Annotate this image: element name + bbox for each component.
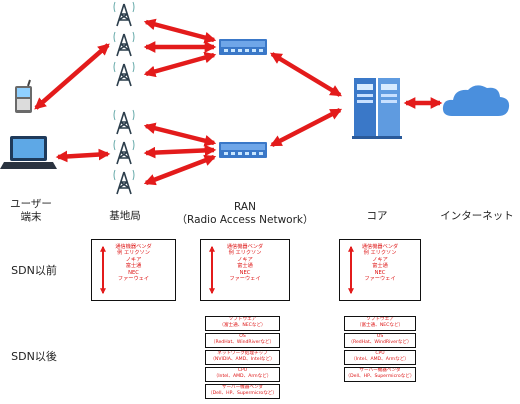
arrow-ran2-core xyxy=(269,107,343,148)
vertical-double-arrow xyxy=(209,245,215,295)
vendor-box-core: 通信機器ベンダ 例 エリクソン ノキア 富士通 NEC ファーウェイ xyxy=(339,239,421,301)
stack-layer-software: ソフトウエア（富士通、NECなど） xyxy=(344,316,416,331)
tower-icon xyxy=(113,169,135,195)
column-label-base-station: 基地局 xyxy=(109,210,141,222)
stack-layer-server-vendor: サーバー機器ベンダ（Dell、HP、Supermicroなど） xyxy=(205,384,280,399)
arrow-tower4-ran2 xyxy=(143,122,217,147)
connection-arrows xyxy=(34,18,443,186)
cloud-icon xyxy=(442,85,510,116)
tower-icon xyxy=(113,1,135,27)
arrow-phone-tower xyxy=(34,43,110,110)
stack-layer-os: OS（RedHat、WindRiverなど） xyxy=(344,333,416,348)
column-label-user: ユーザー 端末 xyxy=(10,198,52,223)
stack-layer-software: ソフトウエア（富士通、NECなど） xyxy=(205,316,280,331)
base-station-towers xyxy=(113,1,135,195)
row-label-after: SDN以後 xyxy=(11,350,57,363)
ran-unit-icon xyxy=(219,142,267,158)
vendor-list: 通信機器ベンダ 例 エリクソン ノキア 富士通 NEC ファーウェイ xyxy=(115,244,152,283)
vendor-box-base-station: 通信機器ベンダ 例 エリクソン ノキア 富士通 NEC ファーウェイ xyxy=(91,239,176,301)
mobile-phone-icon xyxy=(15,79,32,113)
stack-layer-cpu: CPU（Intel、AMD、Armなど） xyxy=(205,367,280,382)
arrow-tower5-ran2 xyxy=(143,144,217,159)
arrow-ran1-core xyxy=(269,52,343,97)
tower-icon xyxy=(113,109,135,135)
core-server-icon xyxy=(352,78,402,139)
stack-layer-cpu: CPU（Intel、AMD、Armなど） xyxy=(344,350,416,365)
tower-icon xyxy=(113,139,135,165)
arrow-laptop-tower xyxy=(55,148,111,163)
arrow-tower1-ran1 xyxy=(143,18,217,44)
tower-icon xyxy=(113,61,135,87)
vendor-box-ran: 通信機器ベンダ 例 エリクソン ノキア 富士通 NEC ファーウェイ xyxy=(200,239,290,301)
vendor-list: 通信機器ベンダ 例 エリクソン ノキア 富士通 NEC ファーウェイ xyxy=(226,244,264,283)
vertical-double-arrow xyxy=(100,245,106,295)
column-label-internet: インターネット xyxy=(440,210,514,222)
column-label-ran: RAN （Radio Access Network） xyxy=(176,201,314,226)
row-label-before: SDN以前 xyxy=(11,264,57,277)
laptop-icon xyxy=(0,136,57,169)
tower-icon xyxy=(113,31,135,57)
column-label-core: コア xyxy=(366,210,388,222)
vendor-list: 通信機器ベンダ 例 エリクソン ノキア 富士通 NEC ファーウェイ xyxy=(361,244,399,283)
stack-layer-server-vendor: サーバー機器ベンダ（Dell、HP、Supermicroなど） xyxy=(344,367,416,382)
ran-unit-icon xyxy=(219,39,267,55)
arrow-tower3-ran1 xyxy=(143,51,217,78)
stack-layer-os: OS（RedHat、WindRiverなど） xyxy=(205,333,280,348)
stack-layer-network-chip: ネットワーク処理チップ（NVIDIA、AMD、Intelなど） xyxy=(205,350,280,365)
vertical-double-arrow xyxy=(348,245,354,295)
arrow-tower6-ran2 xyxy=(143,154,217,186)
